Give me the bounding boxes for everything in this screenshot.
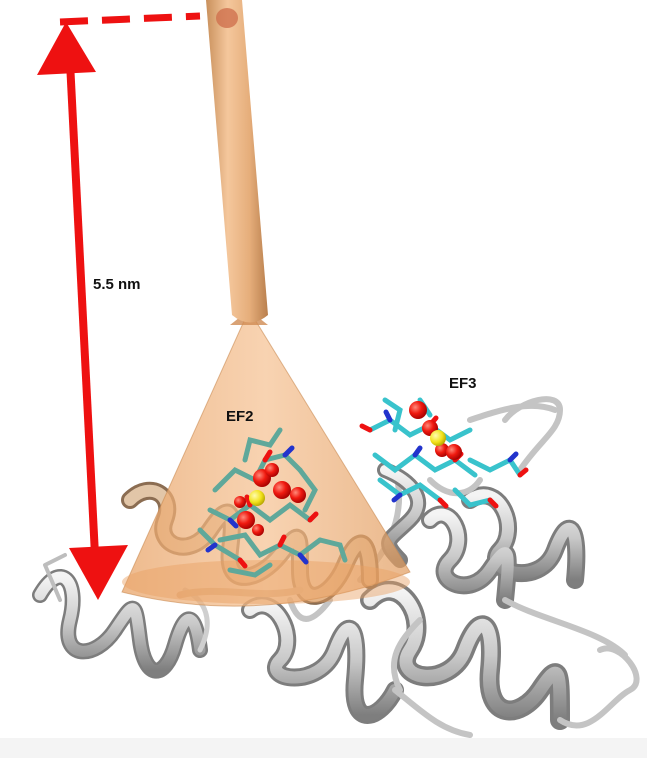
ef3-site [359,397,529,509]
ef2-site [197,427,348,578]
distance-arrow [37,12,201,600]
loops [287,396,640,738]
bottom-band [0,738,647,758]
ef2-label: EF2 [226,408,254,425]
distance-label: 5.5 nm [93,276,141,293]
reference-dash-line [59,12,201,26]
probe-stalk [206,0,268,323]
ef3-label: EF3 [449,375,477,392]
